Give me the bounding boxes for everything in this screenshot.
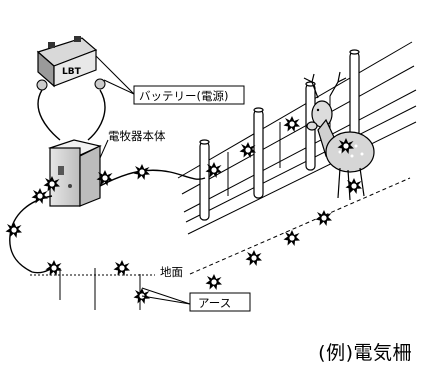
spark-icon bbox=[133, 164, 150, 180]
ground-label-text: 地面 bbox=[160, 265, 183, 279]
energizer-label-text: 電牧器本体 bbox=[108, 129, 166, 143]
battery-label: バッテリー(電源) bbox=[95, 55, 245, 105]
spark-icon bbox=[345, 178, 362, 194]
deer bbox=[303, 71, 375, 201]
battery-cables bbox=[37, 89, 106, 141]
ground-line bbox=[189, 177, 411, 275]
battery-label-text: バッテリー(電源) bbox=[139, 89, 228, 103]
energizer-unit bbox=[47, 139, 102, 207]
spark-icon bbox=[283, 116, 300, 132]
battery-brand-mark: LBT bbox=[62, 67, 82, 77]
spark-icon bbox=[245, 250, 262, 266]
spark-icon bbox=[113, 260, 130, 276]
spark-icon bbox=[315, 210, 332, 226]
spark-icon bbox=[133, 288, 150, 304]
earth-rods bbox=[59, 268, 141, 310]
fence-wires bbox=[177, 41, 417, 235]
spark-icon bbox=[5, 222, 22, 238]
battery: LBT bbox=[36, 36, 106, 91]
earth-label-text: アース bbox=[198, 296, 231, 310]
figure-caption: (例)電気柵 bbox=[318, 342, 412, 364]
energizer-label: 電牧器本体 bbox=[99, 129, 166, 159]
spark-icon bbox=[283, 230, 300, 246]
ground-label: 地面 bbox=[160, 265, 183, 279]
earth-label: アース bbox=[141, 287, 251, 312]
fence-posts bbox=[199, 49, 360, 221]
spark-icon bbox=[205, 274, 222, 290]
